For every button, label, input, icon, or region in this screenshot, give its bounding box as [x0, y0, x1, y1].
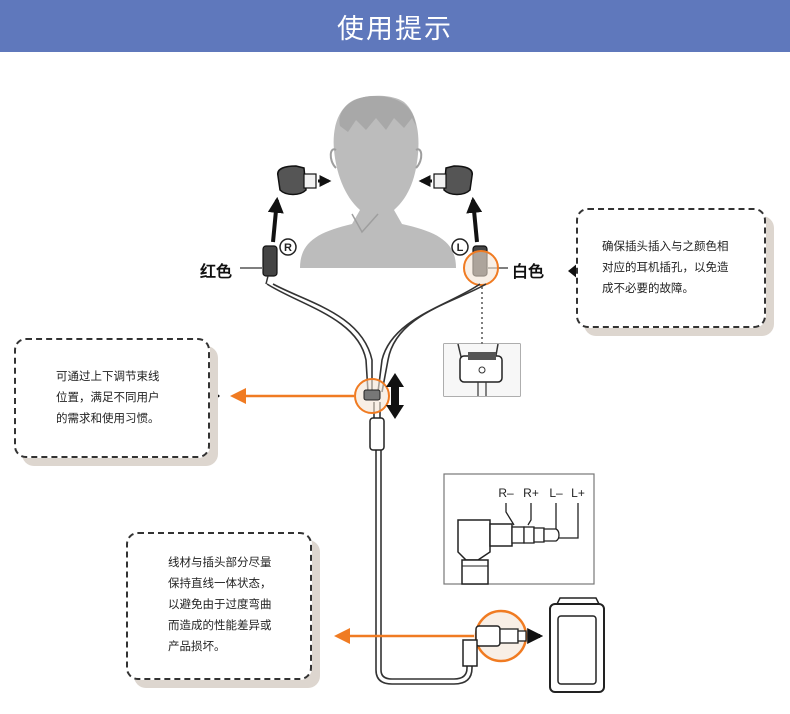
callout-top-right: 确保插头插入与之颜色相 对应的耳机插孔，以免造 成不必要的故障。 — [576, 208, 766, 328]
badge-r-text: R — [284, 242, 292, 254]
pin-label-r-plus: R+ — [523, 486, 539, 500]
callout-text-line: 成不必要的故障。 — [602, 281, 694, 295]
pin-label-r-minus: R– — [498, 486, 514, 500]
white-color-label: 白色 — [512, 262, 545, 281]
header-bar: 使用提示 — [0, 0, 790, 52]
right-angle-plug — [462, 625, 544, 667]
orange-callout-arrow-middle — [230, 388, 354, 404]
head-illustration — [300, 95, 456, 269]
callout-text-line: 保持直线一体状态， — [168, 576, 272, 590]
callout-bottom-left: 线材与插头部分尽量 保持直线一体状态， 以避免由于过度弯曲 而造成的性能差异或 … — [126, 532, 312, 680]
pin-label-l-plus: L+ — [571, 486, 585, 500]
callout-text-line: 线材与插头部分尽量 — [168, 555, 272, 569]
pin-label-l-minus: L– — [549, 486, 563, 500]
bottom-left-callout-pointer — [310, 628, 320, 644]
audio-player-device — [549, 597, 605, 693]
left-earphone — [262, 165, 332, 285]
callout-text-line: 位置，满足不同用户 — [56, 390, 160, 404]
badge-l-text: L — [457, 242, 464, 254]
connector-inset — [443, 343, 521, 397]
callout-text-line: 对应的耳机插孔，以免造 — [602, 260, 729, 274]
top-right-callout-pointer — [568, 263, 578, 279]
callout-text-line: 可通过上下调节束线 — [56, 369, 160, 383]
orange-callout-arrow-bottom — [334, 628, 474, 644]
callout-text-line: 产品损坏。 — [168, 639, 226, 653]
callout-text-line: 而造成的性能差异或 — [168, 618, 272, 632]
y-splitter — [369, 417, 385, 451]
plug-pinout-inset: R– R+ L– L+ — [443, 473, 595, 585]
middle-left-callout-pointer — [210, 388, 220, 404]
callout-text-line: 以避免由于过度弯曲 — [168, 597, 272, 611]
callout-text-line: 的需求和使用习惯。 — [56, 411, 160, 425]
page-title: 使用提示 — [337, 13, 453, 45]
callout-middle-left: 可通过上下调节束线 位置，满足不同用户 的需求和使用习惯。 — [14, 338, 210, 458]
callout-text-line: 确保插头插入与之颜色相 — [602, 239, 729, 253]
white-plug-highlight — [463, 250, 499, 286]
right-channel-badge: R — [279, 238, 297, 256]
cable-slider — [363, 389, 381, 401]
up-down-arrow-icon — [386, 373, 404, 419]
red-color-label: 红色 — [200, 262, 233, 281]
left-channel-badge: L — [451, 238, 469, 256]
